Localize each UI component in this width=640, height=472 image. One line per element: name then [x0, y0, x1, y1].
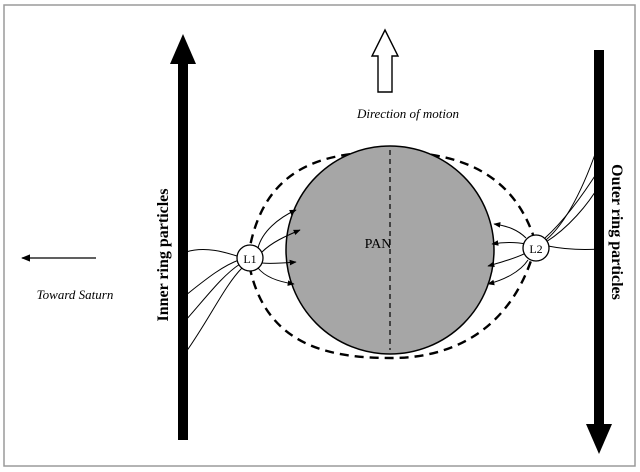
- flow-arrow: [257, 209, 297, 249]
- l1-flow-arrows: [257, 209, 301, 286]
- inner-ring-arrow: [170, 34, 196, 440]
- pan-label: PAN: [365, 237, 392, 252]
- flow-arrow: [487, 259, 529, 286]
- inner-arrow-shaft: [178, 62, 188, 440]
- outer-ring-arrow: [586, 50, 612, 454]
- l2-point: L2: [522, 234, 550, 262]
- inner-streamline: [185, 267, 243, 353]
- l2-circle: [522, 234, 550, 262]
- inner-streamline: [185, 263, 241, 321]
- l1-label: L1: [243, 252, 256, 266]
- flow-arrow: [261, 229, 301, 253]
- dashed-boundary: [246, 150, 538, 360]
- direction-label: Direction of motion: [356, 106, 459, 121]
- outer-arrow-shaft: [594, 50, 604, 426]
- inner-streamline: [185, 259, 240, 296]
- outer-ring-label: Outer ring particles: [608, 164, 625, 300]
- flow-arrow: [493, 222, 527, 239]
- flow-arrow: [487, 252, 527, 267]
- direction-arrow: [370, 28, 400, 93]
- toward-saturn-label: Toward Saturn: [37, 287, 114, 302]
- flow-arrow: [257, 267, 295, 286]
- inner-streamline: [185, 249, 241, 258]
- outer-arrow-head: [586, 424, 612, 454]
- l2-label: L2: [529, 242, 542, 256]
- l1-circle: [236, 244, 264, 272]
- inner-streamlines: [185, 249, 243, 353]
- inner-arrow-head: [170, 34, 196, 64]
- inner-ring-label: Inner ring particles: [155, 188, 172, 321]
- flow-arrow: [261, 259, 297, 266]
- l1-point: L1: [236, 244, 264, 272]
